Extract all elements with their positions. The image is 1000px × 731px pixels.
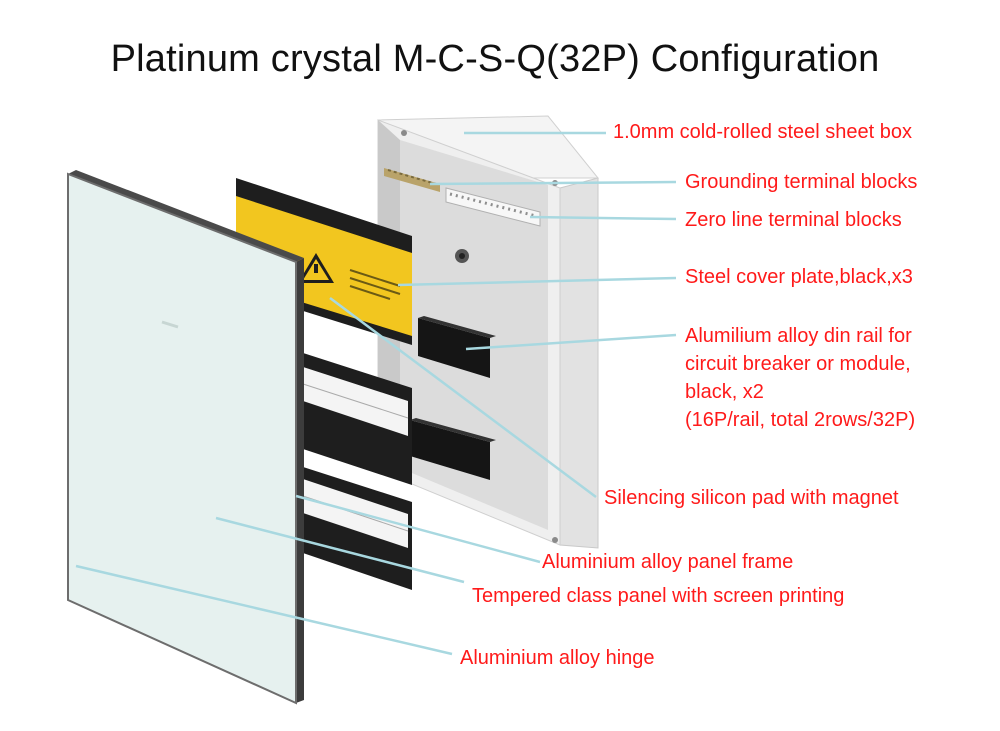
callout-din-rail: Alumilium alloy din rail for circuit bre… (685, 322, 915, 434)
callout-grounding-terminal-blocks: Grounding terminal blocks (685, 168, 917, 196)
din-rails (410, 316, 496, 480)
callout-text: 1.0mm cold-rolled steel sheet box (613, 121, 913, 143)
callout-text-line-2: circuit breaker or module, (685, 353, 911, 375)
zero-line-terminal-block (445, 187, 541, 227)
callout-text: Steel cover plate,black,x3 (685, 266, 913, 288)
callout-text: Tempered class panel with screen printin… (472, 585, 845, 607)
callout-text: Zero line terminal blocks (685, 209, 902, 231)
callout-text-line-4: (16P/rail, total 2rows/32P) (685, 409, 916, 431)
page-title: Platinum crystal M-C-S-Q(32P) Configurat… (110, 38, 880, 80)
grounding-terminal-bar (384, 168, 440, 192)
leader-lines (75, 131, 677, 656)
callout-text: Grounding terminal blocks (685, 171, 918, 193)
callout-text: Silencing silicon pad with magnet (604, 487, 899, 509)
callout-steel-box: 1.0mm cold-rolled steel sheet box (613, 118, 912, 146)
tempered-glass-panel (67, 170, 304, 705)
callout-hinge: Aluminium alloy hinge (460, 644, 655, 672)
callout-tempered-glass-panel: Tempered class panel with screen printin… (472, 582, 844, 610)
callout-silencing-silicon-pad: Silencing silicon pad with magnet (604, 484, 899, 512)
steel-cover-plates (236, 178, 412, 590)
callout-panel-frame: Aluminium alloy panel frame (542, 548, 793, 576)
callout-zero-line-terminal-blocks: Zero line terminal blocks (685, 206, 902, 234)
callout-text: Aluminium alloy panel frame (542, 551, 794, 573)
callout-text-line-3: black, x2 (685, 381, 764, 403)
callout-text: Aluminium alloy hinge (460, 647, 655, 669)
callout-steel-cover-plate: Steel cover plate,black,x3 (685, 263, 913, 291)
callout-text-line-1: Alumilium alloy din rail for (685, 325, 912, 347)
